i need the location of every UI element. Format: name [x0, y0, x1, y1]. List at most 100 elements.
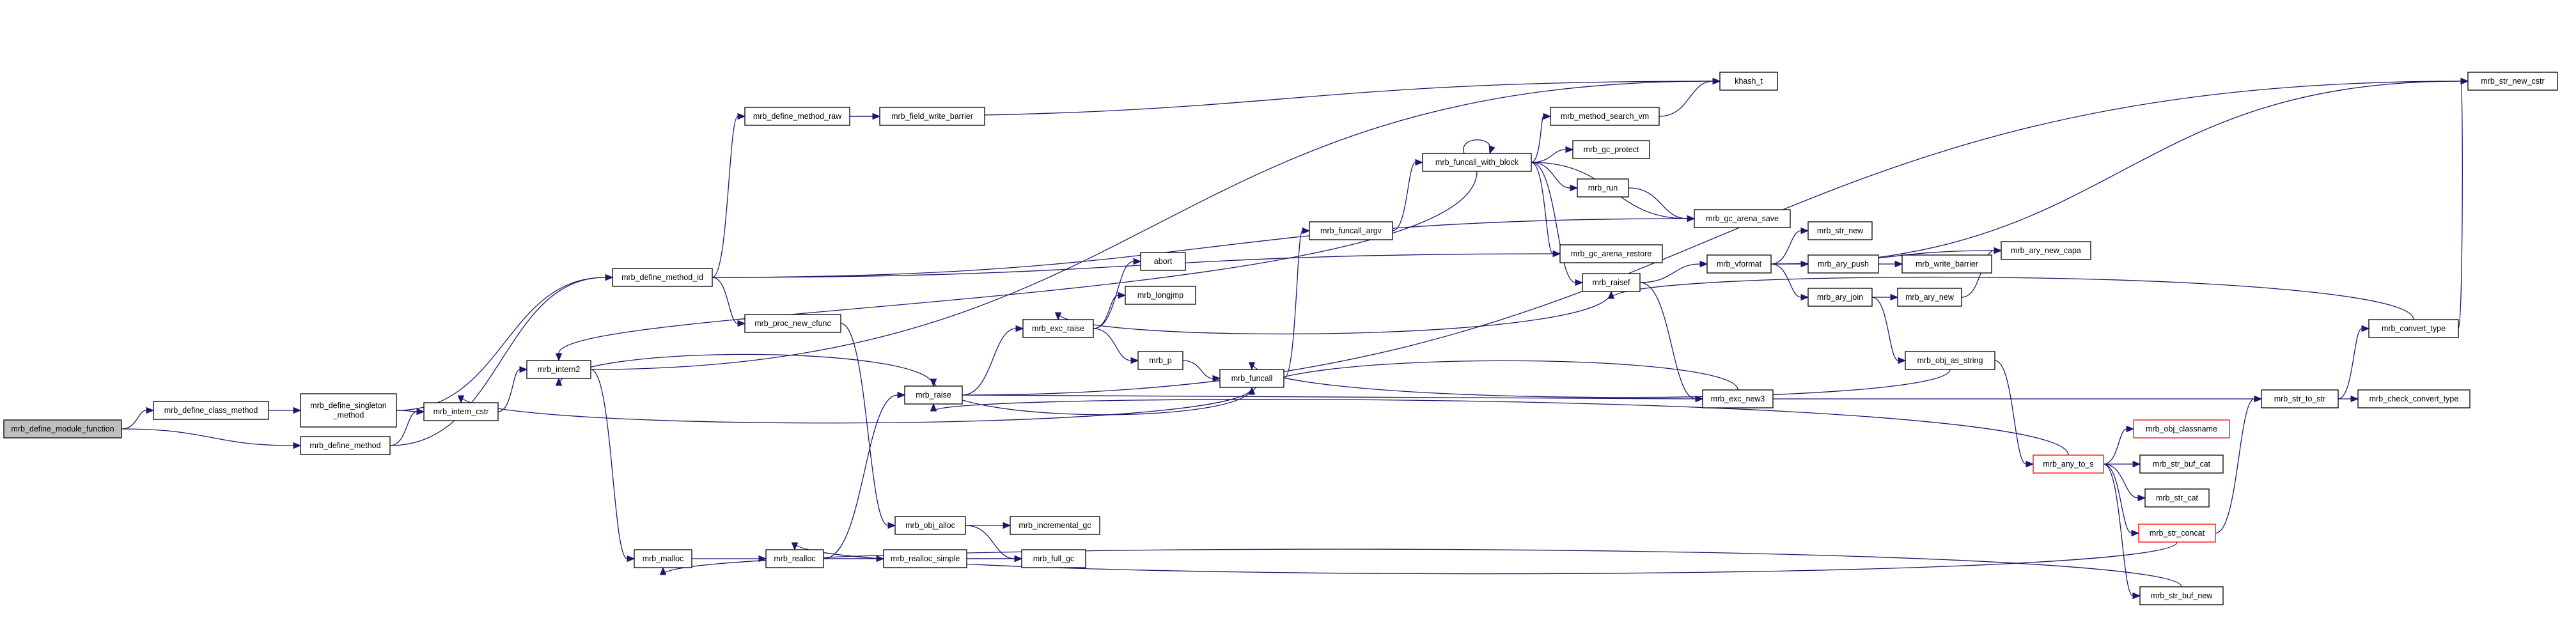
edge-arrowhead: [1800, 293, 1809, 301]
edge-mrb-define-singleton-method-to-mrb-define-method-id: [396, 274, 614, 411]
node-mrb-define-method-raw[interactable]: mrb_define_method_raw: [744, 107, 850, 126]
node-mrb-ary-push[interactable]: mrb_ary_push: [1807, 254, 1879, 274]
node-mrb-full-gc[interactable]: mrb_full_gc: [1021, 549, 1086, 568]
edge-line: [558, 171, 1478, 354]
node-mrb-obj-classname[interactable]: mrb_obj_classname: [2133, 419, 2230, 439]
node-mrb-define-method-id[interactable]: mrb_define_method_id: [612, 268, 713, 287]
edge-arrowhead: [1607, 290, 1615, 299]
node-mrb-define-class-method[interactable]: mrb_define_class_method: [153, 401, 269, 420]
node-mrb-obj-alloc[interactable]: mrb_obj_alloc: [894, 516, 966, 535]
edge-line: [1531, 149, 1566, 163]
node-label: mrb_raise: [916, 391, 951, 400]
edge-arrowhead: [2131, 529, 2140, 537]
node-mrb-funcall-argv[interactable]: mrb_funcall_argv: [1309, 221, 1393, 240]
edge-arrowhead: [1488, 145, 1495, 155]
node-mrb-longjmp[interactable]: mrb_longjmp: [1125, 286, 1196, 305]
node-mrb-raisef[interactable]: mrb_raisef: [1582, 273, 1641, 292]
edge-line: [933, 378, 1253, 415]
edge-mrb-funcall-to-mrb-funcall-argv: [1283, 227, 1311, 379]
edge-line: [590, 369, 628, 559]
node-mrb-p[interactable]: mrb_p: [1137, 351, 1183, 370]
node-label: mrb_vformat: [1717, 260, 1762, 268]
edge-arrowhead: [2361, 325, 2370, 332]
node-box: [1702, 389, 1774, 408]
node-mrb-method-search-vm[interactable]: mrb_method_search_vm: [1550, 107, 1660, 126]
node-mrb-realloc-simple[interactable]: mrb_realloc_simple: [883, 549, 967, 568]
node-label: mrb_realloc: [774, 554, 815, 563]
node-box: [1897, 288, 1962, 307]
edge-mrb-method-search-vm-to-khash-t: [1659, 77, 1721, 117]
node-khash-t[interactable]: khash_t: [1719, 72, 1778, 91]
node-box: [1572, 140, 1650, 159]
node-abort[interactable]: abort: [1140, 252, 1186, 271]
node-mrb-gc-arena-restore[interactable]: mrb_gc_arena_restore: [1559, 244, 1663, 263]
edge-arrowhead: [2350, 395, 2359, 403]
edge-line: [1994, 360, 2027, 465]
node-mrb-exc-raise[interactable]: mrb_exc_raise: [1022, 319, 1094, 338]
node-mrb-raise[interactable]: mrb_raise: [904, 385, 963, 405]
edge-mrb-funcall-to-mrb-intern-cstr: [457, 387, 1253, 424]
edge-line: [1251, 360, 1738, 395]
node-mrb-intern2[interactable]: mrb_intern2: [526, 360, 591, 379]
node-mrb-define-module-function[interactable]: mrb_define_module_function: [3, 419, 122, 439]
edge-arrowhead: [2254, 395, 2263, 403]
node-mrb-malloc[interactable]: mrb_malloc: [634, 549, 692, 568]
edge-arrowhead: [1570, 184, 1579, 192]
node-mrb-incremental-gc[interactable]: mrb_incremental_gc: [1010, 516, 1100, 535]
node-mrb-str-to-str[interactable]: mrb_str_to_str: [2261, 389, 2339, 408]
edge-line: [1639, 263, 1701, 283]
node-box: [2133, 419, 2230, 439]
edge-line: [1392, 162, 1416, 231]
node-label: mrb_str_buf_cat: [2153, 460, 2211, 469]
edge-line: [121, 410, 147, 430]
node-box: [1807, 221, 1873, 240]
edge-mrb-obj-alloc-to-mrb-full-gc: [965, 525, 1023, 563]
node-mrb-realloc[interactable]: mrb_realloc: [765, 549, 824, 568]
node-label: mrb_gc_arena_restore: [1571, 249, 1652, 258]
node-mrb-convert-type[interactable]: mrb_convert_type: [2368, 319, 2459, 338]
node-box: [1719, 72, 1778, 91]
edge-line: [712, 277, 738, 324]
node-mrb-funcall[interactable]: mrb_funcall: [1219, 369, 1284, 388]
node-mrb-ary-new[interactable]: mrb_ary_new: [1897, 288, 1962, 307]
node-box: [2001, 241, 2091, 260]
node-mrb-run[interactable]: mrb_run: [1577, 178, 1629, 198]
node-mrb-any-to-s[interactable]: mrb_any_to_s: [2033, 454, 2104, 474]
node-box: [2467, 72, 2558, 91]
node-mrb-define-singleton-method[interactable]: mrb_define_singleton_method: [300, 393, 397, 428]
node-box: [3, 419, 122, 439]
edge-mrb-obj-as-string-to-mrb-any-to-s: [1994, 360, 2034, 468]
node-mrb-gc-protect[interactable]: mrb_gc_protect: [1572, 140, 1650, 159]
node-mrb-check-convert-type[interactable]: mrb_check_convert_type: [2357, 389, 2471, 408]
node-mrb-str-concat[interactable]: mrb_str_concat: [2138, 524, 2216, 543]
node-mrb-field-write-barrier[interactable]: mrb_field_write_barrier: [879, 107, 985, 126]
edge-arrowhead: [1212, 375, 1221, 382]
node-mrb-obj-as-string[interactable]: mrb_obj_as_string: [1905, 351, 1995, 370]
node-mrb-vformat[interactable]: mrb_vformat: [1706, 254, 1772, 274]
node-mrb-str-cat[interactable]: mrb_str_cat: [2144, 488, 2210, 508]
edge-mrb-vformat-to-mrb-str-new-cstr: [1770, 77, 2469, 265]
node-box: [744, 107, 850, 126]
node-mrb-funcall-with-block[interactable]: mrb_funcall_with_block: [1422, 153, 1532, 172]
node-mrb-define-method[interactable]: mrb_define_method: [300, 436, 391, 455]
edge-mrb-funcall-with-block-to-mrb-intern2: [555, 171, 1478, 362]
node-mrb-str-buf-cat[interactable]: mrb_str_buf_cat: [2139, 454, 2224, 474]
edge-arrowhead: [1800, 227, 1809, 235]
node-mrb-proc-new-cfunc[interactable]: mrb_proc_new_cfunc: [744, 314, 841, 333]
edge-arrowhead: [2460, 77, 2469, 85]
node-mrb-exc-new3[interactable]: mrb_exc_new3: [1702, 389, 1774, 408]
node-box: [904, 385, 963, 405]
node-mrb-ary-new-capa[interactable]: mrb_ary_new_capa: [2001, 241, 2091, 260]
node-mrb-str-new-cstr[interactable]: mrb_str_new_cstr: [2467, 72, 2558, 91]
node-mrb-write-barrier[interactable]: mrb_write_barrier: [1901, 254, 1992, 274]
node-mrb-str-buf-new[interactable]: mrb_str_buf_new: [2139, 586, 2224, 605]
node-mrb-gc-arena-save[interactable]: mrb_gc_arena_save: [1694, 209, 1791, 228]
node-mrb-intern-cstr[interactable]: mrb_intern_cstr: [423, 402, 499, 421]
edge-mrb-realloc-to-mrb-raise: [823, 391, 906, 559]
node-mrb-ary-join[interactable]: mrb_ary_join: [1807, 288, 1873, 307]
node-box: [2261, 389, 2339, 408]
node-label: mrb_ary_new: [1905, 293, 1955, 302]
edge-line: [962, 81, 2462, 396]
node-mrb-str-new[interactable]: mrb_str_new: [1807, 221, 1873, 240]
node-label: mrb_ary_new_capa: [2011, 246, 2081, 255]
